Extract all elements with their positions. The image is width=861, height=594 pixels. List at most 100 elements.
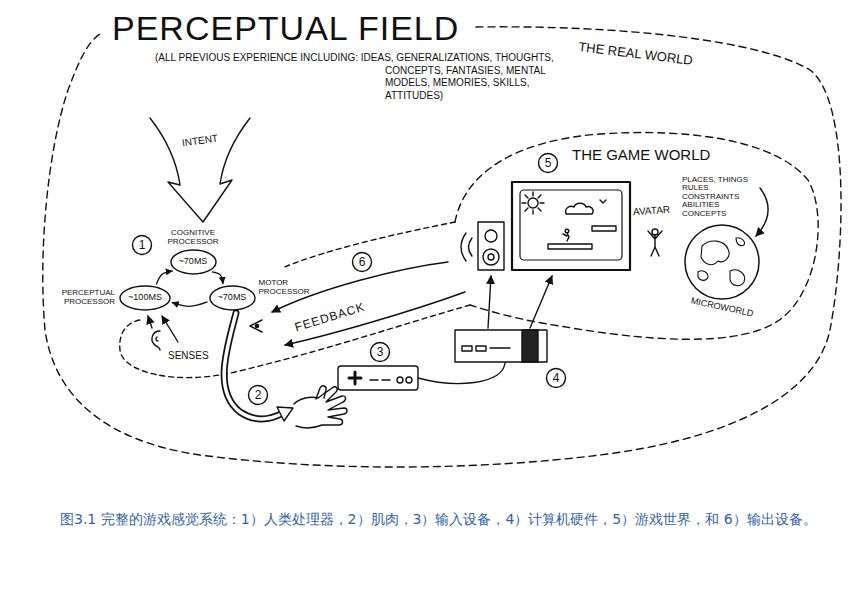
controller-drawing <box>370 379 390 380</box>
feedback-label: FEEDBACK <box>290 300 370 336</box>
region-title: THE GAME WORLD <box>572 147 710 164</box>
processor-circle-outline <box>120 286 170 310</box>
avatar-figure <box>648 231 662 256</box>
sense-organ <box>148 316 152 328</box>
microworld-globe-outline <box>684 224 760 300</box>
arrow-label: INTENT <box>175 132 224 150</box>
processor-connector <box>172 302 208 306</box>
callout-circle <box>371 343 390 362</box>
figure-caption: 图3.1 完整的游戏感觉系统：1）人类处理器，2）肌肉，3）输入设备，4）计算机… <box>60 503 850 535</box>
television-drawing <box>565 229 569 233</box>
perceptual-field-region-outline <box>43 27 841 467</box>
callout-circle <box>133 154 566 405</box>
feedback-channel <box>120 222 470 378</box>
callout-number: 6 <box>353 253 371 271</box>
processor-label: MOTOR PROCESSOR <box>259 279 315 297</box>
television-drawing <box>563 233 569 241</box>
speaker-drawing <box>478 222 504 270</box>
sense-organ <box>148 316 262 350</box>
intent-arrow <box>150 118 250 222</box>
avatar-figure <box>652 229 658 235</box>
sketch <box>120 118 768 428</box>
callout-number: 5 <box>539 154 557 172</box>
callout-circle <box>353 253 372 272</box>
hand-drawing <box>294 387 347 428</box>
perceptual-field-region: PERCEPTUAL FIELD(ALL PREVIOUS EXPERIENCE… <box>35 3 850 488</box>
controller-drawing <box>349 372 361 384</box>
television-drawing <box>528 198 538 208</box>
sense-organ <box>255 324 258 327</box>
television-drawing <box>512 182 630 270</box>
callout-circle <box>133 236 152 255</box>
callout-number: 3 <box>371 343 389 361</box>
game-world-region: THE GAME WORLD MICROWORLD <box>450 125 825 350</box>
microworld-globe-outline <box>685 225 759 299</box>
television-drawing <box>512 182 630 270</box>
callout-number: 2 <box>249 386 267 404</box>
processor-circle-outline <box>210 286 255 310</box>
region-title: PERCEPTUAL FIELD <box>112 8 459 49</box>
speaker-drawing <box>485 230 497 242</box>
sense-organ <box>162 316 178 342</box>
hand-drawing <box>294 386 347 428</box>
processor-connector <box>212 272 223 284</box>
callout-number: 4 <box>547 369 565 387</box>
console-drawing <box>455 330 547 362</box>
processor-circle-outline <box>171 250 216 274</box>
callout-number: 1 <box>133 236 151 254</box>
avatar-label: AVATAR <box>633 204 671 218</box>
processor-time: ~70MS <box>179 257 208 267</box>
muscle-arrow <box>277 407 293 421</box>
globe-continent <box>701 241 729 265</box>
console-drawing <box>522 330 538 362</box>
controller-drawing <box>406 377 412 383</box>
game-world-region-outline <box>455 133 818 340</box>
processor-label: COGNITIVE PROCESSOR <box>162 229 224 247</box>
television-drawing <box>520 190 622 260</box>
television-drawing <box>592 226 616 231</box>
processor-connector <box>156 271 172 285</box>
microworld-globe: MICROWORLD <box>684 224 760 300</box>
globe-continent <box>736 238 744 246</box>
processor-circle-outline <box>210 286 255 310</box>
feedback-channel <box>282 222 455 268</box>
processor-circle-outline <box>120 286 170 310</box>
perceptual-field-region-outline <box>35 3 850 488</box>
callout-circle <box>547 369 566 388</box>
sense-organ <box>250 320 262 332</box>
console-drawing <box>530 276 552 328</box>
television-drawing <box>548 244 592 249</box>
rules-list: PLACES, THINGS RULES CONSTRAINTS ABILITI… <box>682 176 756 218</box>
television-drawing <box>522 192 544 214</box>
globe-continent <box>698 271 708 281</box>
muscle-arrow <box>224 313 283 419</box>
globe-continent <box>730 270 745 286</box>
speaker-drawing <box>461 233 466 261</box>
console-drawing <box>488 276 491 328</box>
region-title: MICROWORLD <box>690 297 754 320</box>
speaker-drawing <box>483 249 499 265</box>
perceptual-field-region-outline <box>43 27 841 467</box>
speaker-drawing <box>488 254 494 260</box>
console-drawing <box>455 276 552 362</box>
controller-drawing <box>418 363 505 383</box>
callout-circle <box>249 386 268 405</box>
controller-drawing <box>338 366 418 390</box>
callout-circle <box>539 154 558 173</box>
microworld-globe-outline <box>685 225 759 299</box>
controller-drawing <box>397 377 403 383</box>
avatar-figure <box>648 229 662 256</box>
rules-arrow <box>756 188 768 236</box>
feedback-arrow <box>285 292 465 345</box>
processor-circle: COGNITIVE PROCESSOR~70MS <box>170 249 217 275</box>
region-note: (ALL PREVIOUS EXPERIENCE INCLUDING: IDEA… <box>155 52 555 102</box>
television-drawing <box>600 200 606 203</box>
game-world-region-outline <box>455 133 818 340</box>
processor-circle: MOTOR PROCESSOR~70MS <box>209 285 256 311</box>
sense-organ <box>152 331 160 350</box>
processor-circle: PERCEPTUAL PROCESSOR~100MS <box>119 285 171 311</box>
senses-label: SENSES <box>168 350 209 361</box>
speaker-drawing <box>469 238 473 256</box>
console-drawing <box>490 347 510 348</box>
